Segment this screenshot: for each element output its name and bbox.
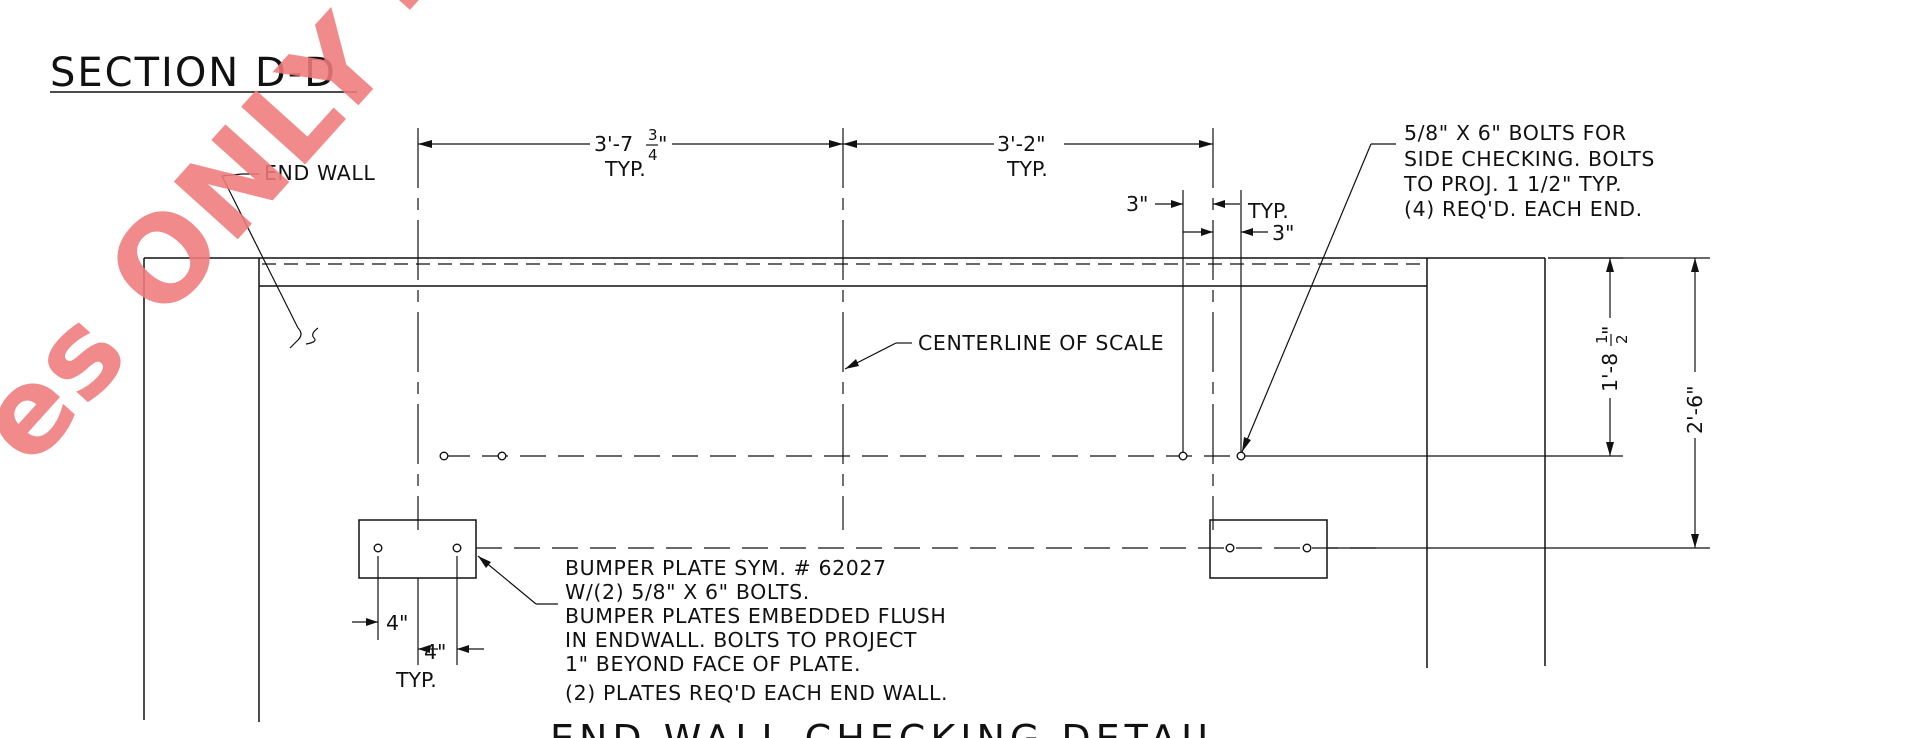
- dimension-3in-typ: 3" TYP. 3": [1126, 192, 1294, 245]
- svg-text:(4) REQ'D. EACH END.: (4) REQ'D. EACH END.: [1404, 197, 1643, 221]
- svg-text:1'-8: 1'-8: [1598, 353, 1622, 392]
- bumper-note: BUMPER PLATE SYM. # 62027 W/(2) 5/8" X 6…: [477, 555, 948, 705]
- svg-text:TYP.: TYP.: [604, 157, 646, 181]
- centerline-callout: CENTERLINE OF SCALE: [844, 331, 1164, 370]
- svg-text:END WALL: END WALL: [264, 161, 375, 185]
- svg-text:1: 1: [1593, 334, 1611, 344]
- dimension-1ft-8-1-2: 1'-8 1 2 ": [1548, 257, 1631, 456]
- end-wall-callout: END WALL: [221, 161, 375, 349]
- svg-text:3": 3": [1126, 192, 1148, 216]
- svg-text:3": 3": [1272, 221, 1294, 245]
- svg-text:4: 4: [648, 146, 658, 164]
- bolt-note: 5/8" X 6" BOLTS FOR SIDE CHECKING. BOLTS…: [1241, 121, 1655, 453]
- svg-text:BUMPER PLATES EMBEDDED FLUSH: BUMPER PLATES EMBEDDED FLUSH: [565, 604, 946, 628]
- svg-text:3'-2": 3'-2": [997, 132, 1046, 156]
- svg-text:5/8" X 6" BOLTS FOR: 5/8" X 6" BOLTS FOR: [1404, 121, 1627, 145]
- section-title: SECTION D-D: [50, 50, 337, 96]
- bumper-plate-right: [1209, 519, 1328, 579]
- svg-text:2'-6": 2'-6": [1683, 385, 1707, 434]
- svg-text:(2) PLATES REQ'D EACH END WALL: (2) PLATES REQ'D EACH END WALL.: [565, 681, 948, 705]
- svg-text:TYP.: TYP.: [1247, 199, 1289, 223]
- svg-text:3: 3: [648, 126, 658, 144]
- svg-text:BUMPER PLATE SYM. # 62027: BUMPER PLATE SYM. # 62027: [565, 556, 887, 580]
- svg-text:": ": [1598, 326, 1622, 335]
- svg-text:4": 4": [386, 611, 408, 635]
- centerlines: [417, 128, 1710, 549]
- svg-text:2: 2: [1613, 334, 1631, 344]
- svg-text:TYP.: TYP.: [1006, 157, 1048, 181]
- svg-text:1" BEYOND FACE OF PLATE.: 1" BEYOND FACE OF PLATE.: [565, 652, 861, 676]
- svg-text:": ": [658, 132, 667, 156]
- dimension-3ft-2: 3'-2" TYP.: [843, 132, 1213, 181]
- svg-text:4": 4": [424, 640, 446, 664]
- svg-text:SIDE CHECKING. BOLTS: SIDE CHECKING. BOLTS: [1404, 147, 1655, 171]
- svg-text:TO PROJ. 1 1/2" TYP.: TO PROJ. 1 1/2" TYP.: [1403, 172, 1622, 196]
- dimension-4in-typ: 4" 4" TYP.: [352, 556, 484, 692]
- svg-text:TYP.: TYP.: [395, 668, 437, 692]
- svg-text:CENTERLINE OF SCALE: CENTERLINE OF SCALE: [918, 331, 1164, 355]
- dimension-3ft-7-3-4: 3'-7 3 4 " TYP.: [418, 126, 843, 181]
- svg-text:W/(2) 5/8" X 6" BOLTS.: W/(2) 5/8" X 6" BOLTS.: [565, 580, 810, 604]
- svg-text:3'-7: 3'-7: [594, 132, 633, 156]
- bottom-title: END WALL CHECKING DETAIL: [550, 717, 1223, 738]
- svg-text:IN ENDWALL. BOLTS TO PROJECT: IN ENDWALL. BOLTS TO PROJECT: [565, 628, 917, 652]
- side-checking-bolts: [439, 451, 1246, 461]
- dimension-2ft-6: 2'-6": [1548, 257, 1710, 548]
